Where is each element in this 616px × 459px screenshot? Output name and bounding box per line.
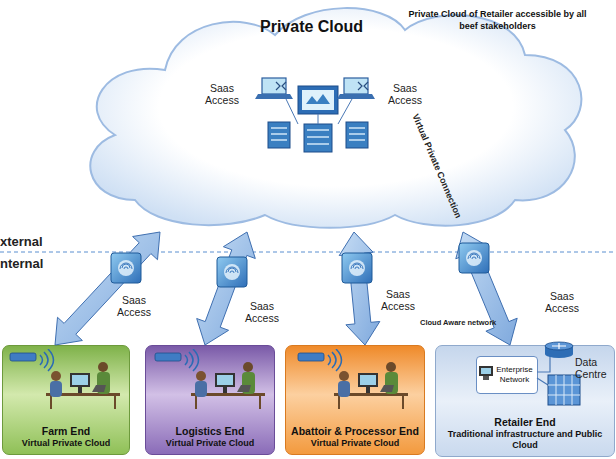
edge-label: Saas Access	[240, 300, 284, 324]
fingerprint-disc	[466, 250, 482, 266]
access-label: Saas Access	[200, 82, 244, 106]
cloud-note: Private Cloud of Retailer accessible by …	[405, 8, 590, 32]
fingerprint-lines	[468, 253, 480, 259]
access-arrow	[197, 232, 256, 345]
firewall-box	[111, 253, 141, 283]
fingerprint-disc	[118, 260, 134, 276]
fingerprint-disc	[349, 260, 365, 276]
box-title: Abattoir & Processor End	[291, 425, 419, 438]
server-slots	[271, 128, 287, 140]
box-title: Retailer End	[494, 416, 555, 429]
firewall-box	[217, 257, 247, 287]
edge-label: Saas Access	[376, 288, 420, 312]
zone-label: nternal	[0, 256, 43, 271]
router-top	[545, 342, 573, 350]
endpoint-box: Farm EndVirtual Private Cloud	[2, 345, 130, 455]
server-slots	[349, 128, 365, 140]
laptop-base	[337, 94, 375, 99]
cloud-outline-path	[90, 8, 581, 228]
router-arrows	[552, 343, 566, 349]
laptop-graphic	[358, 82, 368, 90]
monitor-screen	[302, 90, 334, 110]
server-slots	[307, 130, 329, 144]
computer-symbol	[479, 366, 493, 376]
firewall-box	[342, 253, 372, 283]
laptop-symbol	[262, 78, 286, 94]
firewall-icon	[217, 257, 247, 287]
computer-screen	[481, 368, 491, 374]
endpoint-box: Logistics EndVirtual Private Cloud	[145, 345, 275, 455]
access-label: Saas Access	[540, 290, 584, 314]
access-arrow	[456, 232, 517, 345]
firewall-icon	[459, 243, 489, 273]
server-symbol	[304, 124, 332, 152]
zone-label: xternal	[0, 234, 43, 249]
fingerprint-lines	[120, 263, 132, 269]
box-subtitle: Virtual Private Cloud	[22, 438, 110, 449]
box-title: Enterprise Network	[495, 365, 534, 385]
firewall-icon	[111, 253, 141, 283]
server-symbol	[346, 122, 368, 148]
boundary-line	[0, 252, 616, 253]
network-note: Cloud Aware network	[420, 318, 496, 327]
firewall-icon	[342, 253, 372, 283]
cloud-title: Private Cloud	[260, 18, 363, 36]
data-centre-label: Data Centre	[575, 356, 613, 380]
server-symbol	[268, 122, 290, 148]
box-subtitle: Virtual Private Cloud	[311, 438, 399, 449]
edge-label: Saas Access	[112, 294, 156, 318]
firewall-box	[459, 243, 489, 273]
box-title: Farm End	[42, 425, 90, 438]
cloud-shape: Private Cloud Private Cloud of Retailer a…	[75, 0, 590, 232]
laptop-graphic	[276, 82, 286, 90]
monitor-symbol	[298, 86, 338, 114]
computer-stand	[483, 376, 489, 380]
box-subtitle: Virtual Private Cloud	[166, 438, 254, 449]
laptop-symbol	[344, 78, 368, 94]
fingerprint-lines	[351, 263, 363, 269]
fingerprint-disc	[224, 264, 240, 280]
access-label: Saas Access	[383, 82, 427, 106]
fingerprint-lines	[226, 267, 238, 273]
screen-graphic	[306, 94, 330, 104]
access-arrow	[55, 232, 160, 345]
laptop-base	[255, 94, 293, 99]
box-subtitle: Traditional infrastructure and Public Cl…	[439, 429, 611, 451]
box-title: Logistics End	[176, 425, 245, 438]
access-arrow	[339, 232, 380, 345]
